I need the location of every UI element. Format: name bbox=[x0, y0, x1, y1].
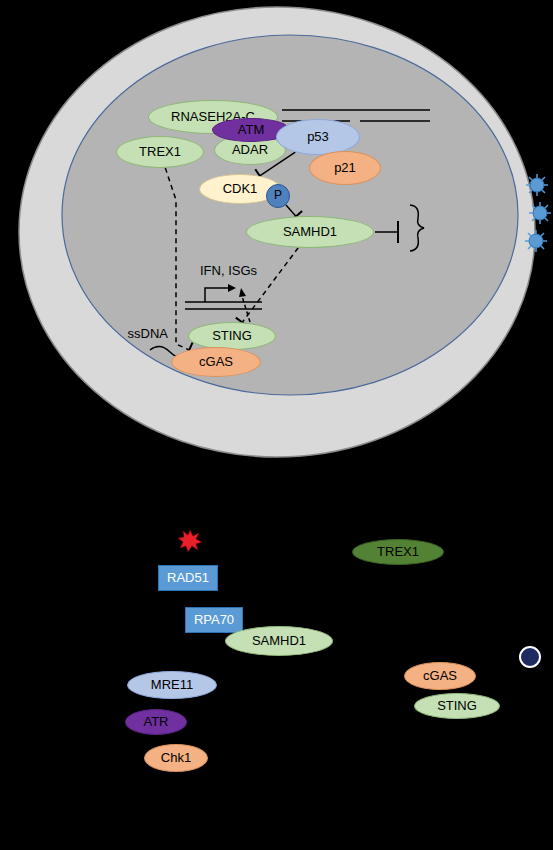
gene-line bbox=[185, 308, 262, 310]
virus-symbols bbox=[525, 174, 551, 252]
micronucleus bbox=[520, 647, 540, 667]
protein-ellipse: SAMHD1 bbox=[246, 216, 374, 248]
protein-ellipse: STING bbox=[414, 693, 500, 719]
dna-label: ssDNA bbox=[128, 326, 168, 341]
cell-membrane bbox=[19, 7, 535, 457]
arrow-head bbox=[239, 288, 246, 297]
phosphate-circle: P bbox=[266, 184, 290, 208]
nuclease-ellipse: TREX1 bbox=[352, 539, 444, 565]
node-label: RPA70 bbox=[194, 613, 234, 628]
nucleus bbox=[62, 35, 518, 395]
protein-ellipse: TREX1 bbox=[116, 136, 204, 168]
node-label: ATR bbox=[143, 715, 168, 730]
kinase-ellipse: Chk1 bbox=[144, 744, 208, 772]
node-label: Chk1 bbox=[161, 751, 191, 766]
dna-binding-box: RAD51 bbox=[158, 565, 218, 591]
node-label: MRE11 bbox=[151, 678, 193, 693]
node-label: p53 bbox=[307, 130, 329, 145]
activation-arrow bbox=[242, 296, 250, 322]
dna-binding-box: RPA70 bbox=[185, 607, 243, 633]
dna-strand bbox=[282, 109, 430, 111]
kinase-ellipse: ATR bbox=[125, 709, 187, 735]
gene-output-label: IFN, ISGs bbox=[200, 263, 257, 278]
node-label: RAD51 bbox=[167, 571, 209, 586]
node-label: CDK1 bbox=[223, 182, 258, 197]
node-label: SAMHD1 bbox=[252, 634, 306, 649]
sensor-ellipse: cGAS bbox=[171, 347, 261, 377]
protein-ellipse: STING bbox=[188, 322, 276, 350]
promoter-arrow bbox=[205, 288, 228, 302]
protein-ellipse: MRE11 bbox=[127, 671, 217, 699]
inhibition-line bbox=[375, 231, 398, 233]
arrow-head bbox=[228, 284, 236, 292]
node-label: STING bbox=[212, 329, 252, 344]
node-label: STING bbox=[437, 699, 477, 714]
protein-ellipse: p21 bbox=[309, 151, 381, 185]
node-label: cGAS bbox=[423, 669, 457, 684]
node-label: TREX1 bbox=[139, 145, 181, 160]
sensor-ellipse: cGAS bbox=[404, 662, 476, 690]
node-label: P bbox=[274, 189, 282, 203]
node-label: p21 bbox=[334, 161, 356, 176]
node-label: SAMHD1 bbox=[283, 225, 337, 240]
node-label: ADAR bbox=[232, 143, 268, 158]
connector bbox=[242, 248, 298, 323]
connector bbox=[286, 205, 296, 216]
node-label: TREX1 bbox=[377, 545, 419, 560]
dna-damage-burst bbox=[178, 530, 202, 552]
connector bbox=[165, 168, 189, 350]
bracket bbox=[410, 205, 424, 251]
node-label: ATM bbox=[238, 123, 264, 138]
protein-ellipse: SAMHD1 bbox=[225, 626, 333, 656]
node-label: cGAS bbox=[199, 355, 233, 370]
dna-strand bbox=[360, 120, 430, 122]
gene-line bbox=[185, 301, 262, 303]
protein-ellipse: p53 bbox=[276, 119, 360, 155]
inhibition-bar bbox=[397, 221, 399, 243]
